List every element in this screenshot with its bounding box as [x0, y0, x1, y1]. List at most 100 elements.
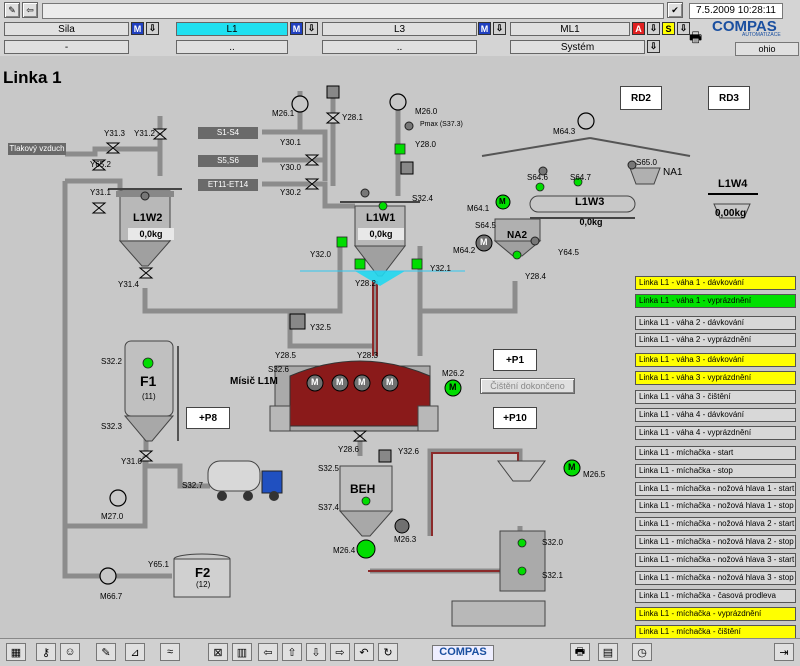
alarm-message-item[interactable]: Linka L1 - váha 1 - vyprázdnění	[635, 294, 796, 308]
tanker-truck	[207, 460, 283, 501]
tag-label: Y31.1	[90, 188, 111, 197]
down-arrow-icon[interactable]: ⇩	[146, 22, 159, 35]
mixer-motor-3-label: M	[358, 377, 366, 387]
footer-logo: COMPAS	[432, 645, 494, 661]
rd2-button[interactable]: RD2	[620, 86, 662, 110]
tag-label: Y30.1	[280, 138, 301, 147]
tag-label: Y65.1	[148, 560, 169, 569]
feed-s5-s6-label: S5,S6	[198, 155, 258, 167]
alarm-message-item[interactable]: Linka L1 - míchačka - nožová hlava 2 - s…	[635, 517, 796, 531]
stop-grid-icon[interactable]: ⊠	[208, 643, 228, 661]
l1w3-conveyor	[481, 137, 691, 219]
p1-button[interactable]: +P1	[493, 349, 537, 371]
tag-label: Y32.6	[398, 447, 419, 456]
alarm-message-item[interactable]: Linka L1 - váha 2 - dávkování	[635, 316, 796, 330]
l1w2-title: L1W2	[133, 212, 163, 224]
chart-icon[interactable]: ▥	[232, 643, 252, 661]
tag-label: Y28.6	[338, 445, 359, 454]
alarm-message-item[interactable]: Linka L1 - váha 3 - dávkování	[635, 353, 796, 367]
alarm-message-item[interactable]: Linka L1 - míchačka - nožová hlava 3 - s…	[635, 553, 796, 567]
alarm-message-item[interactable]: Linka L1 - míchačka - čištění	[635, 625, 796, 639]
logout-icon[interactable]: ⇥	[774, 643, 794, 661]
area-tab-system[interactable]: Systém	[510, 40, 645, 54]
tag-label: M64.2	[453, 246, 476, 255]
alarm-message-item[interactable]: Linka L1 - váha 1 - dávkování	[635, 276, 796, 290]
bottom-toolbar	[0, 638, 800, 666]
document-icon[interactable]: ▤	[598, 643, 618, 661]
area-value-sila: -	[4, 40, 129, 54]
alarm-message-item[interactable]: Linka L1 - váha 4 - dávkování	[635, 408, 796, 422]
compas-logo-sub: AUTOMATIZACE	[742, 32, 781, 38]
alarm-message-item[interactable]: Linka L1 - míchačka - nožová hlava 1 - s…	[635, 499, 796, 513]
tag-label: Y30.2	[280, 188, 301, 197]
alarm-message-item[interactable]: Linka L1 - míchačka - vyprázdnění	[635, 607, 796, 621]
alarm-message-item[interactable]: Linka L1 - váha 2 - vyprázdnění	[635, 333, 796, 347]
alarm-message-item[interactable]: Linka L1 - váha 3 - čištění	[635, 390, 796, 404]
p8-button[interactable]: +P8	[186, 407, 230, 429]
alarm-message-item[interactable]: Linka L1 - váha 3 - vyprázdnění	[635, 371, 796, 385]
exit-icon[interactable]: ⇦	[22, 2, 38, 18]
down-arrow-icon[interactable]: ⇩	[647, 40, 660, 53]
user-icon[interactable]: ☺	[60, 643, 80, 661]
down-arrow-icon[interactable]: ⇩	[493, 22, 506, 35]
motor-m26-2-label: M	[449, 382, 457, 392]
mixer-l1m	[269, 360, 439, 432]
tag-label: Y28.1	[342, 113, 363, 122]
tag-label: M66.7	[100, 592, 123, 601]
printer-icon[interactable]: 🖶	[689, 29, 703, 45]
motor-m64-1-label: M	[499, 197, 506, 206]
marker-icon[interactable]: ✎	[96, 643, 116, 661]
area-tab-ml1[interactable]: ML1	[510, 22, 630, 36]
tag-label: S32.5	[318, 464, 339, 473]
rd3-button[interactable]: RD3	[708, 86, 750, 110]
alarm-message-item[interactable]: Linka L1 - míchačka - stop	[635, 464, 796, 478]
down-arrow-icon[interactable]: ⇩	[647, 22, 660, 35]
alarm-message-item[interactable]: Linka L1 - míchačka - nožová hlava 3 - s…	[635, 571, 796, 585]
compressed-air-label: Tlakový vzduch	[8, 143, 66, 155]
alarm-message-item[interactable]: Linka L1 - míchačka - nožová hlava 1 - s…	[635, 482, 796, 496]
tag-label: M27.0	[101, 512, 124, 521]
alarm-message-item[interactable]: Linka L1 - míchačka - start	[635, 446, 796, 460]
key-icon[interactable]: ⚷	[36, 643, 56, 661]
area-value-l3: ..	[322, 40, 477, 54]
redo-icon[interactable]: ↻	[378, 643, 398, 661]
acknowledge-icon[interactable]: ✔	[667, 2, 683, 18]
l1w4-title: L1W4	[718, 178, 748, 190]
tag-label: S64.5	[475, 221, 496, 230]
tag-label: M26.4	[333, 546, 356, 555]
cleaning-done-button[interactable]: Čištění dokončeno	[480, 378, 575, 394]
l1w1-weight: 0,0kg	[358, 228, 404, 240]
area-tab-l1[interactable]: L1	[176, 22, 288, 36]
alarm-message-item[interactable]: Linka L1 - míchačka - nožová hlava 2 - s…	[635, 535, 796, 549]
down-arrow-icon[interactable]: ⇩	[305, 22, 318, 35]
l1w2-weight: 0,0kg	[128, 228, 174, 240]
down-arrow-icon[interactable]: ⇩	[677, 22, 690, 35]
tag-label: S32.3	[101, 422, 122, 431]
page-title: Linka 1	[3, 68, 62, 87]
tag-label: Y30.0	[280, 163, 301, 172]
right-arrow-icon[interactable]: ⇨	[330, 643, 350, 661]
trend-icon[interactable]: ≈	[160, 643, 180, 661]
undo-icon[interactable]: ↶	[354, 643, 374, 661]
alarm-message-item[interactable]: Linka L1 - míchačka - časová prodleva	[635, 589, 796, 603]
f1-label: F1	[140, 373, 157, 389]
alarm-message-item[interactable]: Linka L1 - váha 4 - vyprázdnění	[635, 426, 796, 440]
down-arrow-icon[interactable]: ⇩	[306, 643, 326, 661]
new-document-icon[interactable]: ✎	[4, 2, 20, 18]
printer-icon[interactable]: ▦	[6, 643, 26, 661]
clock-icon[interactable]: ◷	[632, 643, 652, 661]
mode-badge-system: S	[662, 22, 675, 35]
p10-button[interactable]: +P10	[493, 407, 537, 429]
printer-icon[interactable]: 🖶	[570, 643, 590, 661]
graph-icon[interactable]: ⊿	[125, 643, 145, 661]
pmax-label: Pmax (S37.3)	[420, 121, 463, 128]
mode-badge-l3: M	[478, 22, 491, 35]
up-arrow-icon[interactable]: ⇧	[282, 643, 302, 661]
area-tab-sila[interactable]: Sila	[4, 22, 129, 36]
left-arrow-icon[interactable]: ⇦	[258, 643, 278, 661]
tag-label: S32.0	[542, 538, 563, 547]
tag-label: S64.7	[570, 173, 591, 182]
area-tab-l3[interactable]: L3	[322, 22, 477, 36]
mixer-motor-2-label: M	[336, 377, 344, 387]
f1-silo	[123, 340, 179, 442]
